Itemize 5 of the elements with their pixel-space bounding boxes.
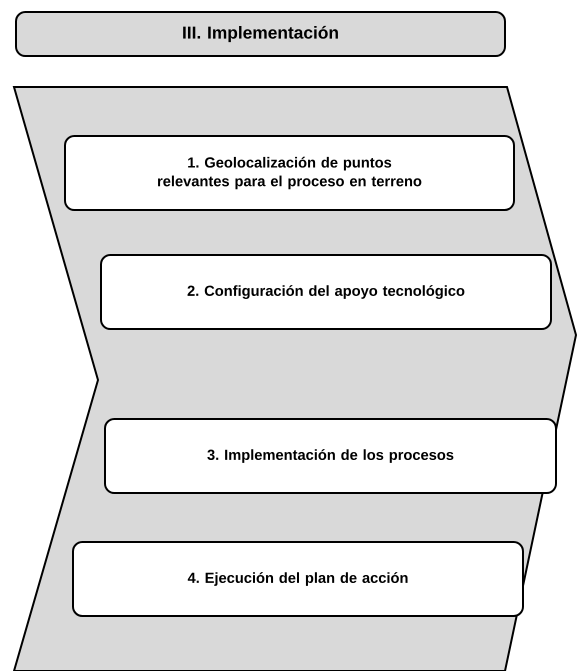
header-box: III. Implementación — [15, 11, 506, 57]
step-box: 1. Geolocalización de puntos relevantes para el proceso en terreno — [64, 135, 515, 211]
step-box: 4. Ejecución del plan de acción — [72, 541, 524, 617]
step-box: 2. Configuración del apoyo tecnológico — [100, 254, 552, 330]
step-box: 3. Implementación de los procesos — [104, 418, 557, 494]
